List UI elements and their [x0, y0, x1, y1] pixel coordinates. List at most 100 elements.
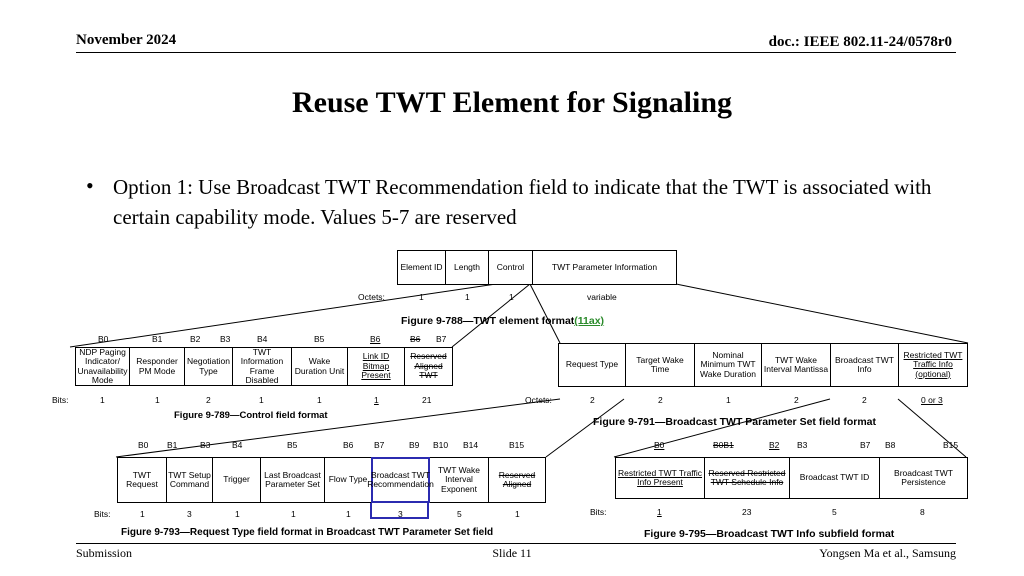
- fig789-bit-label: B7: [436, 334, 447, 344]
- fig793-bit-label: B6: [343, 440, 354, 450]
- fig789-cell-reserved-aligned: Reserved Aligned TWT: [404, 347, 453, 386]
- fig795-cell-reserved-restricted-schedule: Reserved Restricted TWT Schedule Info: [704, 457, 790, 499]
- header-rule: [76, 52, 956, 53]
- fig793-cell-flow-type: Flow Type: [324, 457, 372, 503]
- fig793-bits: 1: [346, 509, 351, 519]
- fig788-octets-label: Octets:: [358, 292, 385, 302]
- fig793-cell-twt-setup-command: TWT Setup Command: [166, 457, 213, 503]
- fig789-bit-label: B4: [257, 334, 268, 344]
- fig795-cell-broadcast-twt-id: Broadcast TWT ID: [789, 457, 880, 499]
- fig789-bits: 1: [100, 395, 105, 405]
- fig788-caption-text: Figure 9-788—TWT element format: [401, 315, 575, 327]
- bullet-marker: •: [86, 173, 94, 198]
- fig788-caption: Figure 9-788—TWT element format(11ax): [401, 315, 604, 327]
- fig789-bit-label: B1: [152, 334, 163, 344]
- fig789-bits: 1: [259, 395, 264, 405]
- fig789-cell-responder-pm: Responder PM Mode: [129, 347, 185, 386]
- fig791-cell-request-type: Request Type: [558, 343, 626, 387]
- fig793-bits: 3: [398, 509, 403, 519]
- fig795-bit-label: B15: [943, 440, 959, 450]
- fig789-bits: 1: [374, 395, 379, 405]
- fig789-caption: Figure 9-789—Control field format: [174, 410, 328, 421]
- fig793-bit-label: B3: [200, 440, 211, 450]
- bullet-text: Option 1: Use Broadcast TWT Recommendati…: [113, 175, 932, 229]
- fig793-bit-label: B7: [374, 440, 385, 450]
- fig795-bit-label: B8: [885, 440, 896, 450]
- fig795-bit-label: B7: [860, 440, 871, 450]
- fig791-cell-broadcast-twt-info: Broadcast TWT Info: [830, 343, 899, 387]
- fig793-bits-label: Bits:: [94, 509, 111, 519]
- fig793-cell-reserved-aligned: Reserved Aligned: [488, 457, 546, 503]
- fig793-bits: 5: [457, 509, 462, 519]
- fig793-bit-label: B0: [138, 440, 149, 450]
- fig789-bits: 1: [317, 395, 322, 405]
- fig795-bits: 8: [920, 507, 925, 517]
- fig791-octet: 0 or 3: [921, 395, 943, 405]
- fig789-bits: 2: [206, 395, 211, 405]
- fig788-octet: 1: [419, 292, 424, 302]
- fig789-bit-label: B5: [314, 334, 325, 344]
- fig791-octet: 2: [658, 395, 663, 405]
- fig789-bit-label: B3: [220, 334, 231, 344]
- fig795-bits: 23: [742, 507, 752, 517]
- fig793-bit-label: B14: [463, 440, 479, 450]
- fig795-bits: 5: [832, 507, 837, 517]
- fig791-cell-target-wake-time: Target Wake Time: [625, 343, 695, 387]
- fig791-caption: Figure 9-791—Broadcast TWT Parameter Set…: [593, 416, 876, 428]
- fig789-bits-label: Bits:: [52, 395, 69, 405]
- fig791-octet: 2: [862, 395, 867, 405]
- fig793-bits: 1: [515, 509, 520, 519]
- footer-slide-number: Slide 11: [492, 546, 532, 560]
- fig791-octet: 2: [794, 395, 799, 405]
- fig793-cell-wake-interval-exponent: TWT Wake Interval Exponent: [429, 457, 489, 503]
- fig793-bit-label: B10: [433, 440, 449, 450]
- fig795-bits-label: Bits:: [590, 507, 607, 517]
- fig789-cell-twt-info-frame: TWT Information Frame Disabled: [232, 347, 292, 386]
- fig789-cell-link-id-bitmap: Link ID Bitmap Present: [347, 347, 405, 386]
- header-date: November 2024: [76, 32, 177, 48]
- slide-title: Reuse TWT Element for Signaling: [291, 86, 733, 119]
- fig795-bits: 1: [657, 507, 662, 517]
- footer-authors: Yongsen Ma et al., Samsung: [819, 546, 956, 560]
- fig795-cell-restricted-traffic-present: Restricted TWT Traffic Info Present: [615, 457, 705, 499]
- fig788-cell-length: Length: [445, 250, 489, 285]
- fig793-cell-last-broadcast-param: Last Broadcast Parameter Set: [260, 457, 325, 503]
- fig793-bits: 3: [187, 509, 192, 519]
- fig793-bits: 1: [235, 509, 240, 519]
- fig789-cell-ndp-paging: NDP Paging Indicator/ Unavailability Mod…: [75, 347, 130, 386]
- fig793-caption: Figure 9-793—Request Type field format i…: [121, 527, 494, 538]
- fig788-caption-tag: (11ax): [574, 315, 605, 327]
- fig793-bit-label: B15: [509, 440, 525, 450]
- fig791-octet: 2: [590, 395, 595, 405]
- fig793-bit-label: B4: [232, 440, 243, 450]
- fig793-cell-trigger: Trigger: [212, 457, 261, 503]
- fig789-bits: 1: [155, 395, 160, 405]
- fig789-cell-negotiation-type: Negotiation Type: [184, 347, 233, 386]
- fig793-bits: 1: [140, 509, 145, 519]
- header-doc-id: doc.: IEEE 802.11-24/0578r0: [768, 34, 952, 50]
- fig795-bit-label: B3: [797, 440, 808, 450]
- footer-rule: [76, 543, 956, 544]
- fig793-cell-broadcast-twt-recommendation: Broadcast TWT Recommendation: [367, 457, 434, 503]
- fig791-cell-restricted-twt-traffic: Restricted TWT Traffic Info (optional): [898, 343, 968, 387]
- fig789-bit-label: B2: [190, 334, 201, 344]
- fig791-octet: 1: [726, 395, 731, 405]
- fig791-cell-wake-interval-mantissa: TWT Wake Interval Mantissa: [761, 343, 831, 387]
- fig793-cell-twt-request: TWT Request: [117, 457, 167, 503]
- fig795-caption: Figure 9-795—Broadcast TWT Info subfield…: [644, 528, 895, 540]
- fig793-bit-label: B1: [167, 440, 178, 450]
- fig793-bits: 1: [291, 509, 296, 519]
- fig793-bit-label: B9: [409, 440, 420, 450]
- fig791-cell-nominal-min-wake: Nominal Minimum TWT Wake Duration: [694, 343, 762, 387]
- footer-submission: Submission: [76, 546, 133, 560]
- fig791-octets-label: Octets:: [525, 395, 552, 405]
- fig788-octet: 1: [509, 292, 514, 302]
- fig795-bit-label: B0: [654, 440, 665, 450]
- fig793-bit-label: B5: [287, 440, 298, 450]
- fig795-bit-label: B0B1: [713, 440, 734, 450]
- fig789-cell-wake-duration-unit: Wake Duration Unit: [291, 347, 348, 386]
- fig789-bit-label: B0: [98, 334, 109, 344]
- fig788-octet: variable: [587, 292, 617, 302]
- fig788-cell-twt-param-info: TWT Parameter Information: [532, 250, 677, 285]
